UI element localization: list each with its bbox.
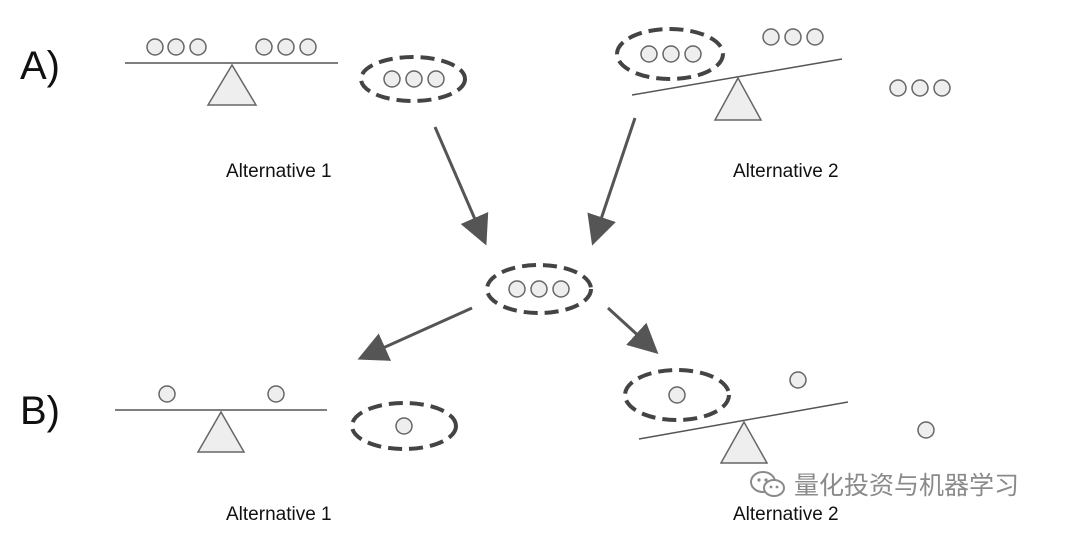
b-alt1-label: Alternative 1 (226, 504, 332, 525)
dashed-ellipse (485, 263, 593, 315)
wechat-icon (750, 471, 785, 497)
right-balls (255, 38, 317, 56)
a-alt1-candidate-group (359, 55, 467, 103)
section-b-label: B) (20, 389, 60, 433)
a-alt1-label: Alternative 1 (226, 161, 332, 182)
b-alt2-label: Alternative 2 (733, 504, 839, 525)
left-ball (158, 385, 176, 403)
fulcrum (713, 76, 763, 121)
left-balls (146, 38, 207, 56)
beam (638, 401, 849, 440)
dashed-ellipse (359, 55, 467, 103)
arrow-a2-to-center (587, 117, 637, 246)
arrow-center-to-b2 (606, 306, 659, 355)
arrows (357, 117, 659, 361)
dashed-ellipse (623, 368, 731, 422)
fulcrum (206, 63, 258, 106)
right-ball (267, 385, 285, 403)
arrow-center-to-b1 (357, 306, 473, 361)
b-alt2-balance (638, 371, 849, 464)
b-alt2-off-ball (917, 421, 935, 439)
dashed-ellipse (350, 401, 458, 451)
b-alt1-candidate-group (350, 401, 458, 451)
a-alt2-balance (631, 28, 843, 121)
fulcrum (196, 410, 246, 453)
center-group (485, 263, 593, 315)
beam (631, 58, 843, 96)
b-alt2-left-group (623, 368, 731, 422)
right-balls (762, 28, 824, 46)
a-alt2-label: Alternative 2 (733, 161, 839, 182)
arrow-a1-to-center (433, 126, 489, 246)
b-alt1-balance (115, 385, 327, 453)
right-ball (789, 371, 807, 389)
a-alt1-balance (125, 38, 338, 106)
watermark: 量化投资与机器学习 (748, 466, 1019, 502)
a-alt2-off-balls (889, 79, 951, 97)
section-a-label: A) (20, 44, 60, 88)
watermark-text: 量化投资与机器学习 (794, 471, 1020, 500)
a-alt2-left-group (615, 27, 725, 81)
fulcrum (719, 420, 769, 464)
dashed-ellipse (615, 27, 725, 81)
